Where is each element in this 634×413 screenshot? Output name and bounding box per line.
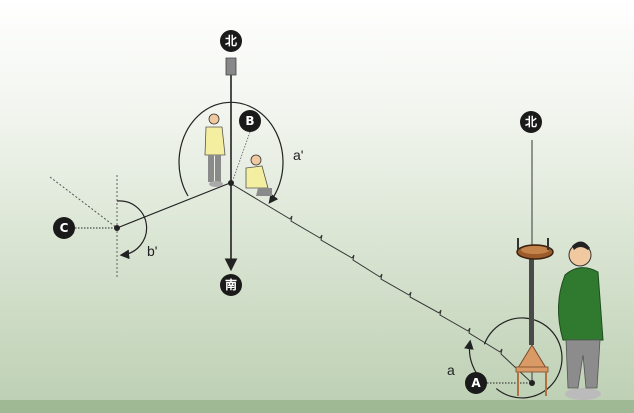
angle-arc-a-prime (178, 101, 284, 204)
point-a-dot (529, 380, 535, 386)
brazier (516, 238, 554, 345)
ground-strip (0, 400, 634, 413)
pointer-b (232, 131, 251, 181)
circle-a (483, 317, 563, 399)
flag-pole-top (225, 57, 237, 76)
svg-text:C: C (60, 221, 69, 235)
angle-arc-b-prime (116, 200, 148, 260)
badge-point-a: A (465, 372, 487, 394)
svg-text:北: 北 (225, 33, 237, 48)
svg-text:B: B (245, 114, 254, 128)
point-c-dot (114, 225, 120, 231)
compass-stool (515, 344, 549, 396)
badge-north-a: 北 (520, 111, 542, 133)
badge-point-b: B (239, 110, 261, 132)
label-angle-a-prime: a' (293, 147, 303, 163)
svg-text:A: A (471, 376, 481, 390)
man-in-green (557, 241, 604, 400)
point-b-dot (228, 180, 234, 186)
line-b-c (116, 182, 231, 229)
rope-line-b-a (229, 182, 533, 384)
svg-text:北: 北 (525, 114, 537, 129)
badge-point-c: C (53, 217, 75, 239)
meridian-line-b (224, 57, 238, 272)
label-angle-b-prime: b' (147, 243, 157, 259)
svg-text:南: 南 (225, 277, 237, 292)
badge-north-b: 北 (220, 30, 242, 52)
badge-south: 南 (220, 274, 242, 296)
surveyor-standing (204, 113, 226, 187)
label-angle-a: a (447, 362, 455, 378)
surveyor-kneeling (245, 154, 272, 196)
